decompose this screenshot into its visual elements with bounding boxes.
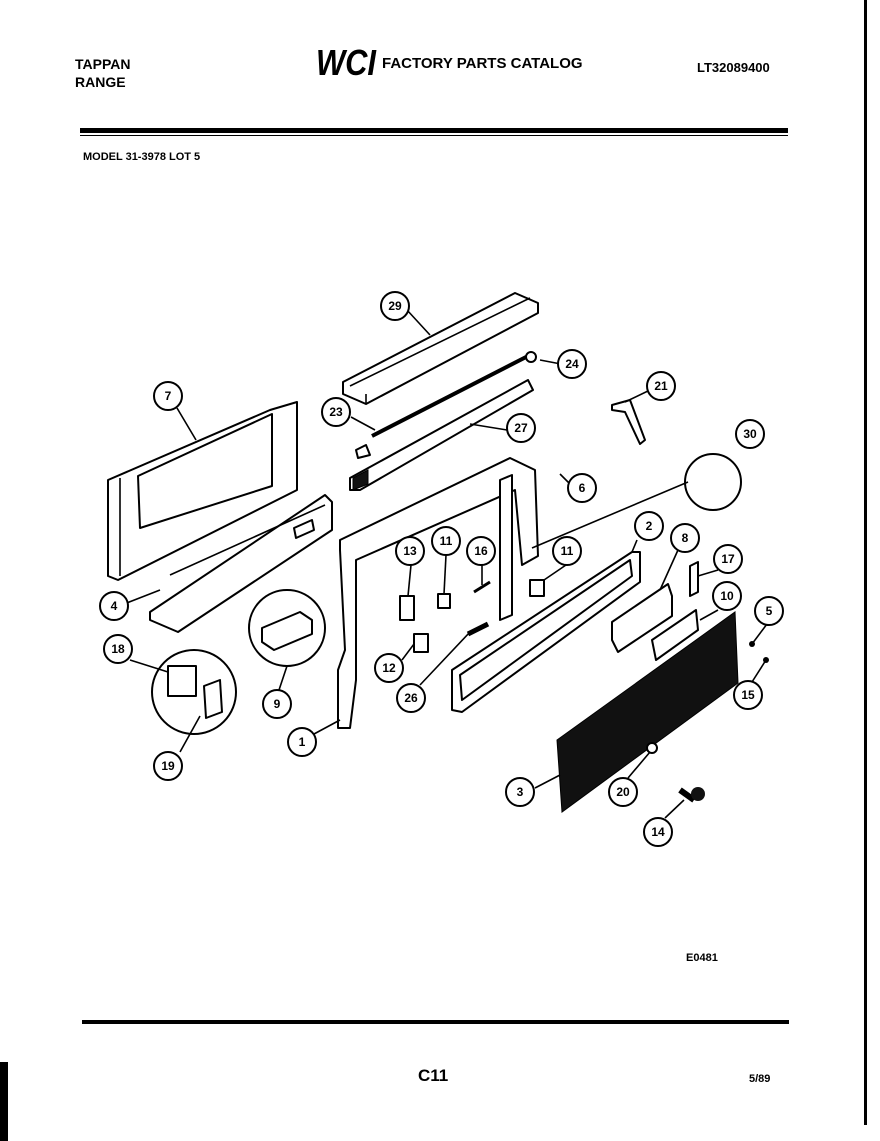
part-20-washer	[646, 742, 658, 754]
svg-text:26: 26	[404, 691, 418, 705]
part-1-control-frame	[337, 457, 539, 729]
part-3-glass-panel	[556, 611, 739, 813]
svg-text:18: 18	[111, 642, 125, 656]
footer-rule	[82, 1020, 789, 1024]
callout-13: 13	[395, 536, 425, 566]
callout-10: 10	[712, 581, 742, 611]
part-8-clock	[611, 583, 673, 653]
part-9-block	[261, 611, 313, 651]
callout-21: 21	[646, 371, 676, 401]
catalog-title: FACTORY PARTS CATALOG	[382, 55, 583, 72]
part-18-relay	[167, 665, 197, 697]
part-21-handle	[611, 399, 646, 445]
svg-text:10: 10	[720, 589, 734, 603]
svg-text:29: 29	[388, 299, 402, 313]
svg-text:12: 12	[382, 661, 396, 675]
product-type: RANGE	[75, 74, 126, 90]
callout-30: 30	[735, 419, 765, 449]
svg-text:23: 23	[329, 405, 343, 419]
part-4-lower-trim	[149, 494, 333, 633]
svg-text:11: 11	[561, 544, 574, 558]
callout-16: 16	[466, 536, 496, 566]
callout-7: 7	[153, 381, 183, 411]
svg-text:19: 19	[161, 759, 175, 773]
callout-5: 5	[754, 596, 784, 626]
svg-text:2: 2	[646, 519, 653, 533]
page-frame-corner	[0, 1062, 8, 1141]
part-16-wire	[473, 580, 491, 594]
part-11-switch-right	[529, 579, 545, 597]
svg-text:5: 5	[766, 604, 773, 618]
part-27-bracket	[349, 379, 534, 491]
brand-name: TAPPAN	[75, 56, 131, 72]
callout-15: 15	[733, 680, 763, 710]
callout-11-right: 11	[552, 536, 582, 566]
svg-text:6: 6	[579, 481, 586, 495]
callout-2: 2	[634, 511, 664, 541]
callout-24: 24	[557, 349, 587, 379]
callout-11: 11	[431, 526, 461, 556]
svg-text:15: 15	[741, 688, 755, 702]
callout-4: 4	[99, 591, 129, 621]
part-23-rod	[371, 351, 537, 438]
catalog-number: LT32089400	[697, 60, 770, 75]
callout-20: 20	[608, 777, 638, 807]
svg-text:7: 7	[165, 389, 172, 403]
callout-27: 27	[506, 413, 536, 443]
part-29-top-trim	[342, 292, 539, 405]
svg-text:21: 21	[654, 379, 668, 393]
callout-18: 18	[103, 634, 133, 664]
part-26-knob-shaft	[466, 621, 490, 637]
page-number: C11	[418, 1066, 449, 1085]
callout-3: 3	[505, 777, 535, 807]
part-14-knob	[678, 787, 705, 803]
model-number: MODEL 31-3978 LOT 5	[83, 151, 201, 163]
part-17-strip	[689, 561, 699, 597]
svg-text:20: 20	[616, 785, 630, 799]
header-rule-thin	[80, 135, 788, 136]
callout-8: 8	[670, 523, 700, 553]
brand-block: TAPPAN RANGE	[75, 55, 130, 91]
callout-9: 9	[262, 689, 292, 719]
svg-text:9: 9	[274, 697, 281, 711]
svg-text:1: 1	[299, 735, 306, 749]
svg-text:11: 11	[440, 534, 453, 548]
svg-text:24: 24	[565, 357, 579, 371]
catalog-date: 5/89	[749, 1073, 771, 1085]
callout-6: 6	[567, 473, 597, 503]
part-12-switch	[413, 633, 429, 653]
wci-logo: WCI	[316, 45, 377, 79]
svg-text:13: 13	[403, 544, 417, 558]
svg-text:WCI: WCI	[316, 45, 377, 79]
callout-14: 14	[643, 817, 673, 847]
part-11-switch	[437, 593, 451, 609]
svg-text:17: 17	[721, 552, 735, 566]
svg-text:4: 4	[111, 599, 118, 613]
part-10-display-lens	[651, 609, 699, 661]
callout-17: 17	[713, 544, 743, 574]
leader-lines	[123, 309, 768, 819]
part-19-bracket	[203, 679, 223, 719]
header-rule	[80, 128, 788, 133]
callout-1: 1	[287, 727, 317, 757]
svg-text:27: 27	[514, 421, 528, 435]
part-13-switch	[399, 595, 415, 621]
diagram-reference: E0481	[686, 952, 718, 964]
svg-text:16: 16	[474, 544, 488, 558]
callout-29: 29	[380, 291, 410, 321]
part-30-detail-circle	[684, 453, 742, 511]
part-7-back-panel	[107, 401, 298, 581]
svg-text:14: 14	[651, 825, 665, 839]
svg-text:3: 3	[517, 785, 524, 799]
callout-19: 19	[153, 751, 183, 781]
svg-text:30: 30	[743, 427, 757, 441]
page-frame-right	[864, 0, 867, 1125]
callout-12: 12	[374, 653, 404, 683]
callout-26: 26	[396, 683, 426, 713]
callout-23: 23	[321, 397, 351, 427]
svg-text:8: 8	[682, 531, 689, 545]
